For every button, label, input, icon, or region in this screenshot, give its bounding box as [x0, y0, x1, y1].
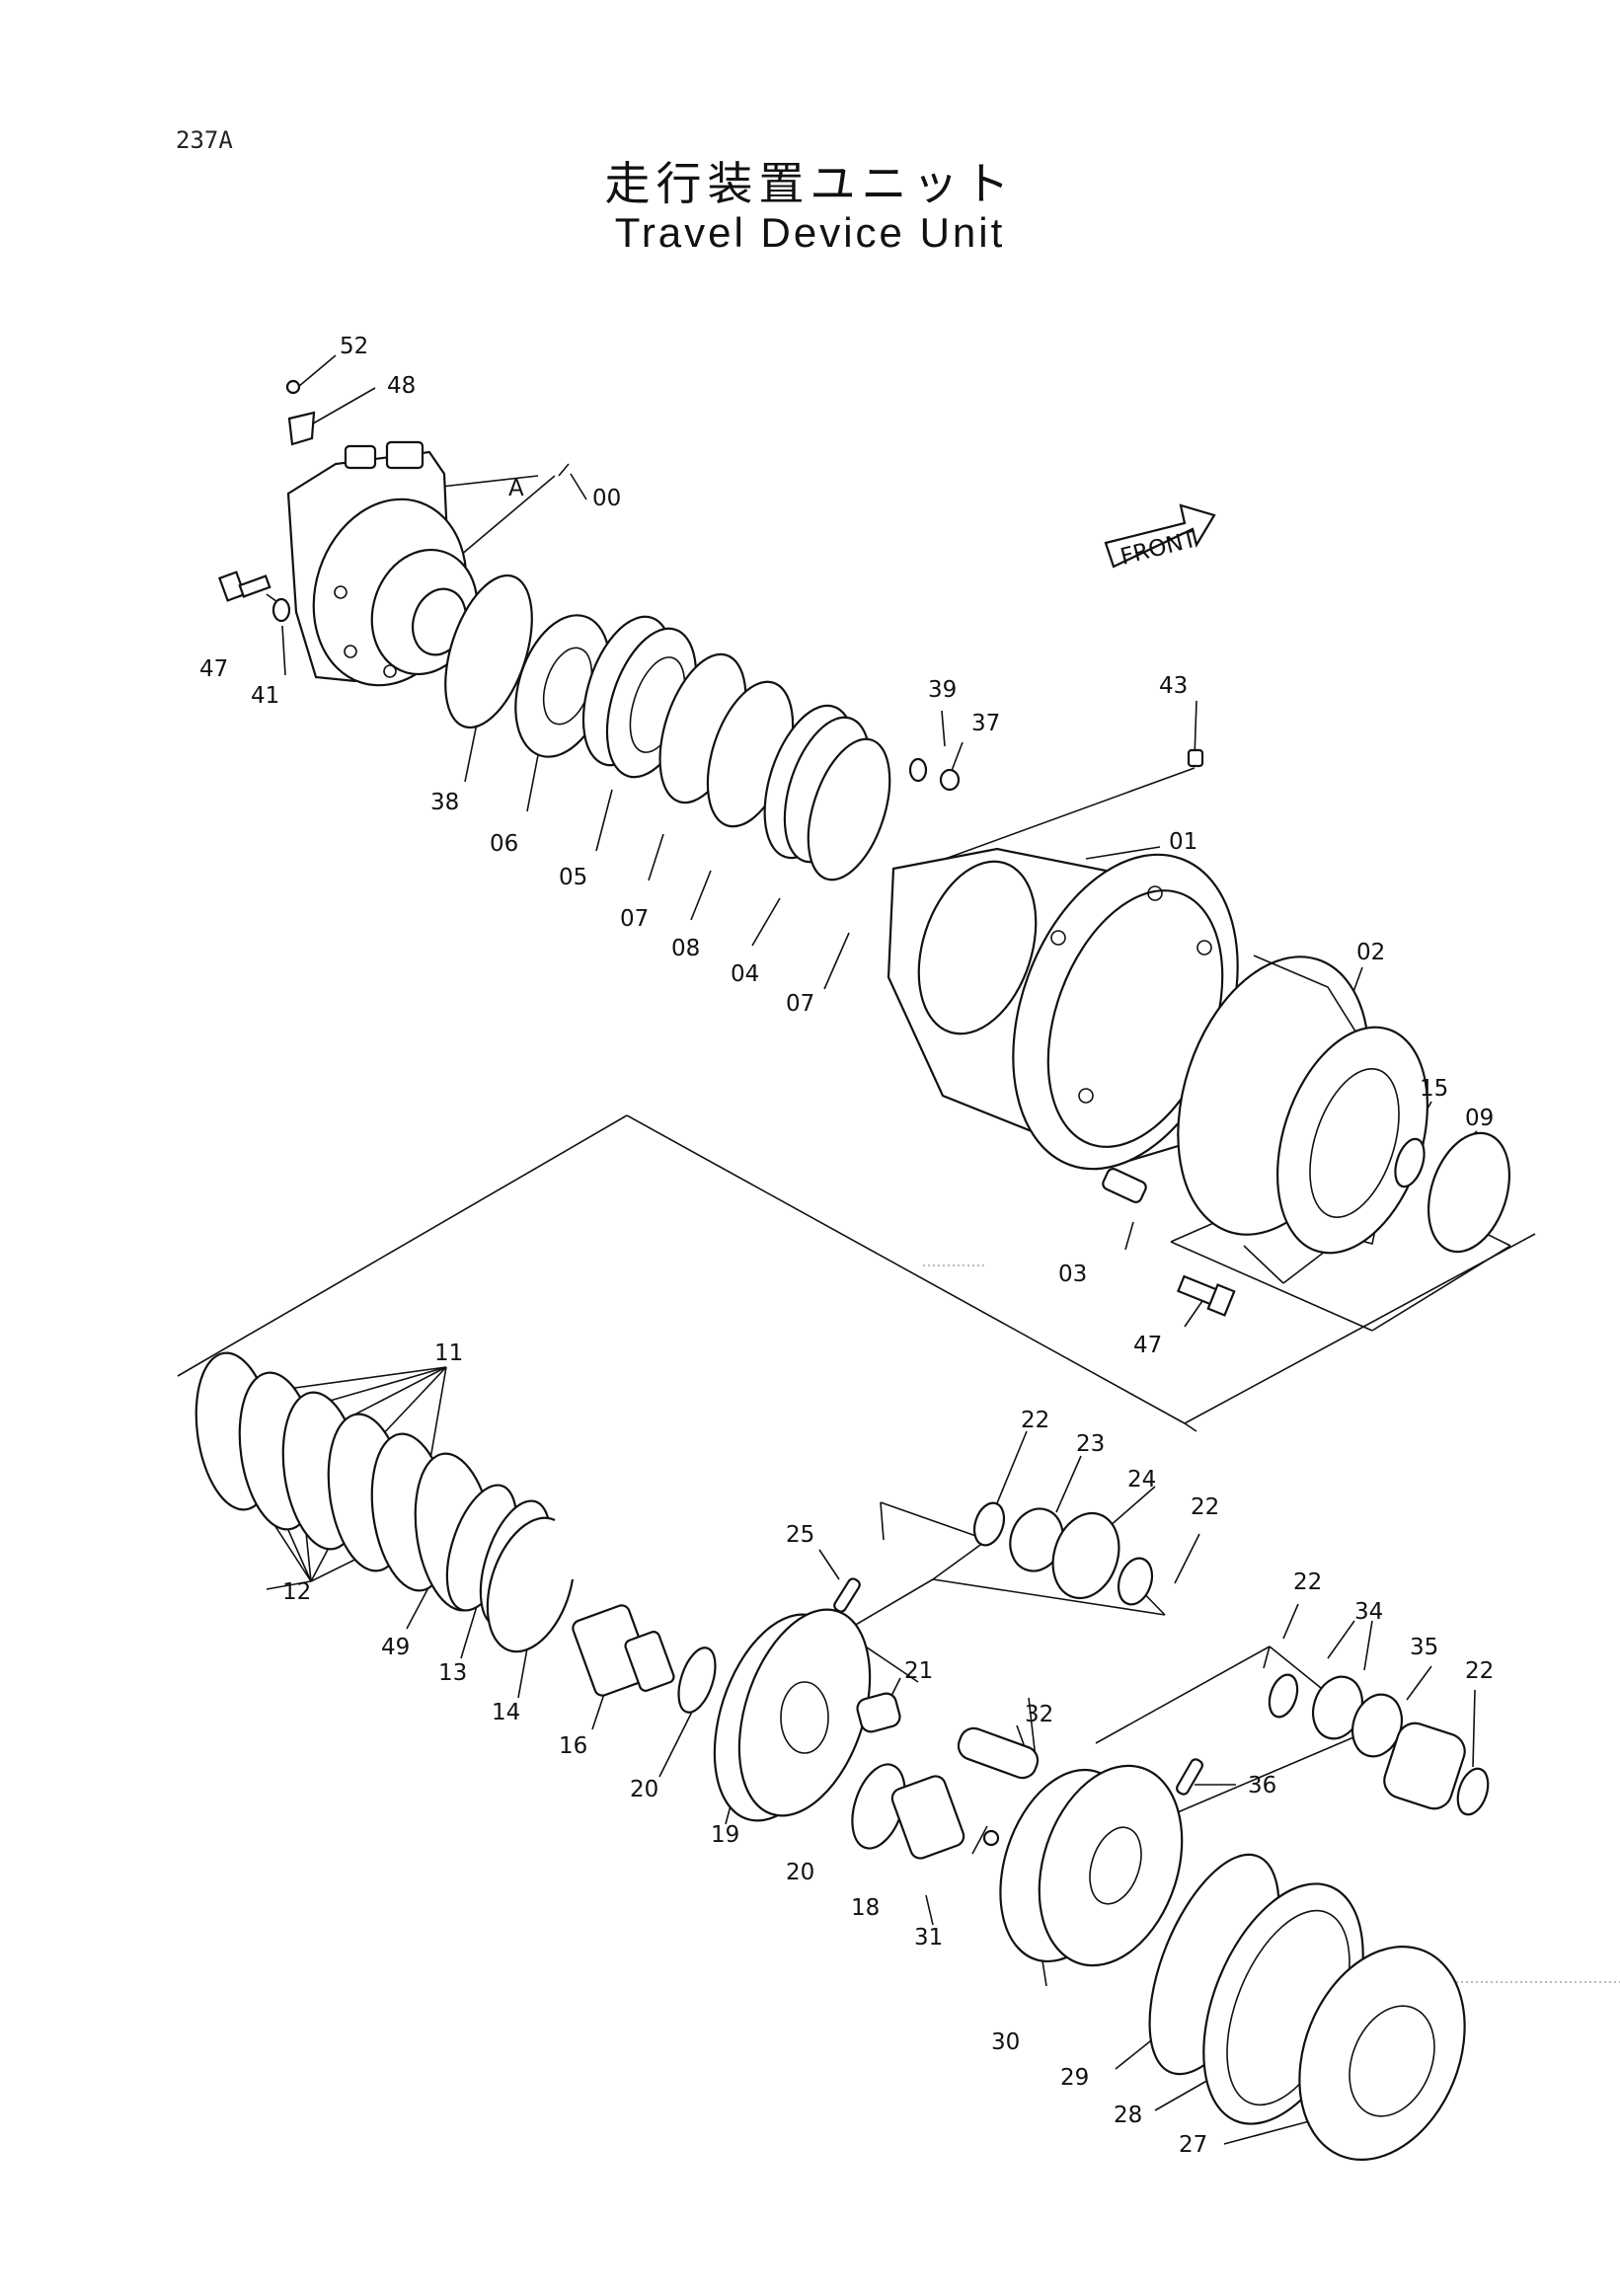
callout-43: 43 — [1159, 673, 1188, 699]
callout-07: 07 — [786, 991, 814, 1017]
callout-labels: 52 48 A 00 47 41 38 06 05 07 08 04 07 39… — [199, 334, 1494, 2158]
callout-03: 03 — [1058, 1262, 1087, 1287]
callout-28: 28 — [1114, 2103, 1142, 2128]
callout-14: 14 — [492, 1700, 520, 1725]
callout-20: 20 — [786, 1860, 814, 1885]
callout-27: 27 — [1179, 2132, 1207, 2158]
page-code: 237A — [176, 126, 233, 154]
part-shapes — [194, 379, 1511, 2161]
callout-08: 08 — [671, 936, 700, 961]
callout-07: 07 — [620, 906, 649, 932]
callout-00: 00 — [592, 486, 621, 511]
callout-48: 48 — [387, 373, 416, 399]
callout-30: 30 — [991, 2029, 1020, 2055]
callout-36: 36 — [1248, 1773, 1276, 1799]
callout-18: 18 — [851, 1895, 880, 1921]
callout-22: 22 — [1021, 1408, 1049, 1433]
callout-09: 09 — [1465, 1106, 1494, 1131]
callout-06: 06 — [490, 831, 518, 857]
callout-24: 24 — [1127, 1467, 1156, 1492]
callout-32: 32 — [1025, 1702, 1053, 1727]
callout-11: 11 — [434, 1340, 463, 1366]
callout-39: 39 — [928, 677, 957, 703]
callout-22: 22 — [1293, 1569, 1322, 1595]
callout-47: 47 — [199, 656, 228, 682]
callout-04: 04 — [731, 961, 759, 987]
callout-37: 37 — [971, 711, 1000, 736]
callout-49: 49 — [381, 1635, 410, 1660]
callout-02: 02 — [1356, 940, 1385, 965]
callout-25: 25 — [786, 1522, 814, 1548]
callout-41: 41 — [251, 683, 279, 709]
callout-29: 29 — [1060, 2065, 1089, 2091]
callout-31: 31 — [914, 1925, 943, 1951]
callout-52: 52 — [340, 334, 368, 359]
callout-12: 12 — [282, 1579, 311, 1605]
callout-38: 38 — [430, 790, 459, 815]
callout-22: 22 — [1191, 1494, 1219, 1520]
callout-19: 19 — [711, 1822, 739, 1848]
callout-22: 22 — [1465, 1658, 1494, 1684]
callout-20: 20 — [630, 1777, 658, 1802]
callout-35: 35 — [1410, 1635, 1438, 1660]
callout-16: 16 — [559, 1733, 587, 1759]
callout-47: 47 — [1133, 1333, 1162, 1358]
front-arrow-icon: FRONT — [1104, 503, 1216, 571]
callout-05: 05 — [559, 865, 587, 890]
title-english: Travel Device Unit — [614, 209, 1006, 256]
callout-13: 13 — [438, 1660, 467, 1686]
callout-23: 23 — [1076, 1431, 1105, 1457]
callout-34: 34 — [1354, 1599, 1383, 1625]
callout-A: A — [508, 476, 524, 501]
title-japanese: 走行装置ユニット — [604, 157, 1016, 210]
callout-21: 21 — [904, 1658, 933, 1684]
callout-01: 01 — [1169, 829, 1197, 855]
callout-15: 15 — [1420, 1076, 1448, 1102]
